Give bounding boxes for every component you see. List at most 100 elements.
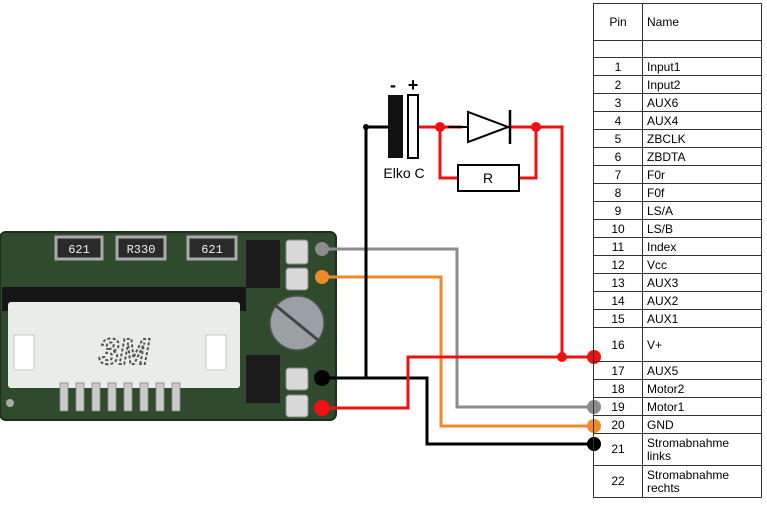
wire-orange-motor1 [322, 275, 594, 428]
blank-row [593, 40, 762, 58]
pin-number: 13 [593, 273, 643, 292]
pin-name: GND [642, 415, 762, 434]
header-name: Name [642, 3, 762, 41]
pin-number: 5 [593, 129, 643, 148]
diode-symbol [448, 110, 512, 144]
pin-name: AUX5 [642, 361, 762, 380]
pin-number: 15 [593, 309, 643, 328]
capacitor-plus-sign: + [408, 75, 419, 95]
table-header-row: Pin Name [593, 3, 762, 41]
junction-gray-board [315, 242, 329, 256]
wire-red-vplus [322, 355, 594, 410]
pin-name: Index [642, 237, 762, 256]
pin-number: 3 [593, 93, 643, 112]
screw-icon [269, 295, 325, 351]
resistor-code: 621 [201, 243, 223, 257]
pin-name: F0f [642, 183, 762, 202]
pin-number: 1 [593, 57, 643, 76]
pin-number: 7 [593, 165, 643, 184]
pin-number: 12 [593, 255, 643, 274]
chip-top [246, 240, 280, 288]
pin-name: AUX4 [642, 111, 762, 130]
resistor-code: 621 [68, 243, 90, 257]
pin-number: 14 [593, 291, 643, 310]
pin-name: ZBDTA [642, 147, 762, 166]
pin-name: AUX2 [642, 291, 762, 310]
connector-pins [59, 382, 181, 412]
pin-number: 19 [593, 397, 643, 416]
pin-name: LS/A [642, 201, 762, 220]
pin-name: AUX1 [642, 309, 762, 328]
junction-cap-plus [435, 122, 445, 132]
wire-red-bypass [438, 127, 538, 180]
resistor-symbol: R [457, 164, 520, 192]
pin-name: AUX3 [642, 273, 762, 292]
resistor-label: R [483, 170, 493, 186]
pin-name: F0r [642, 165, 762, 184]
wire-red-diode-out [510, 125, 564, 357]
decoder-board: 3M 621 R330 621 [0, 231, 337, 421]
pin-name: Motor1 [642, 397, 762, 416]
smd-resistor-2: R330 [115, 235, 167, 261]
pin-number: 6 [593, 147, 643, 166]
pin-name: Motor2 [642, 379, 762, 398]
pin-number: 21 [593, 433, 643, 466]
junction-vplus-tap [557, 352, 567, 362]
junction-red-board [314, 400, 330, 416]
pin-number: 16 [593, 327, 643, 362]
pin-number: 18 [593, 379, 643, 398]
pin-name: LS/B [642, 219, 762, 238]
wire-gray-motor2 [322, 247, 594, 409]
pin-number: 22 [593, 465, 643, 498]
smd-resistor-1: 621 [54, 235, 104, 261]
capacitor-minus-sign: - [390, 75, 396, 95]
junction-diode-cathode [531, 122, 541, 132]
pin-number: 2 [593, 75, 643, 94]
pin-number: 17 [593, 361, 643, 380]
pin-name: V+ [642, 327, 762, 362]
electrolytic-capacitor: - + Elko C [383, 75, 424, 181]
pin-number: 11 [593, 237, 643, 256]
capacitor-label: Elko C [383, 165, 424, 181]
pin-name: Input1 [642, 57, 762, 76]
pin-number: 10 [593, 219, 643, 238]
pin-number: 9 [593, 201, 643, 220]
pin-name: Input2 [642, 75, 762, 94]
smd-resistor-3: 621 [186, 235, 238, 261]
pin-number: 20 [593, 415, 643, 434]
pin-number: 8 [593, 183, 643, 202]
wire-black-gnd [322, 376, 594, 446]
junction-orange-board [315, 270, 329, 284]
junction-black-board [314, 370, 330, 386]
logo-3m: 3M [99, 331, 150, 372]
junction-cap-minus [363, 124, 369, 130]
chip-bottom [246, 355, 280, 403]
pin-name: Vcc [642, 255, 762, 274]
pin-number: 4 [593, 111, 643, 130]
